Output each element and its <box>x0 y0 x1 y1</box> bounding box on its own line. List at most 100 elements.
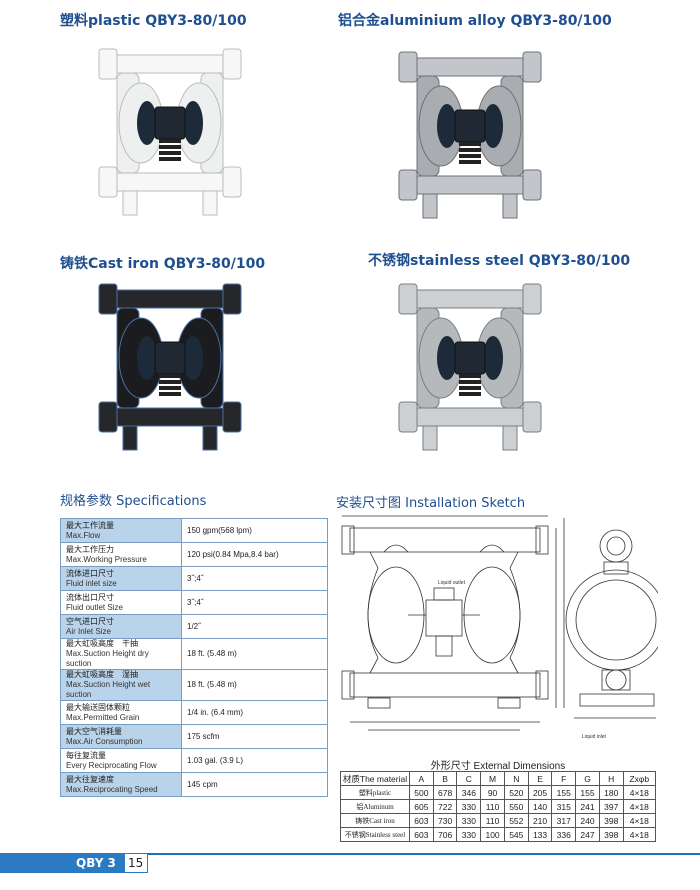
spec-label-en: Fluid outlet Size <box>66 602 123 612</box>
dim-cell: 398 <box>598 813 624 828</box>
dim-cell: 317 <box>551 813 577 828</box>
pump-image-cast-iron <box>98 283 242 451</box>
spec-label-cn: 空气进口尺寸 <box>66 616 114 626</box>
dim-cell: 110 <box>480 813 505 828</box>
specifications-heading: 规格参数 Specifications <box>60 494 207 509</box>
dim-cell: 4×18 <box>622 785 657 800</box>
dim-header-cell: F <box>551 771 577 786</box>
dim-header-cell: E <box>527 771 553 786</box>
liquid-outlet-label: Liquid outlet <box>438 580 466 586</box>
spec-label-en: Air Inlet Size <box>66 626 111 636</box>
dim-cell: 706 <box>432 827 458 842</box>
spec-label-cn: 最大往复速度 <box>66 774 114 784</box>
spec-label-en: Max.Suction Height dry suction <box>66 649 149 668</box>
spec-label-cn: 最大空气消耗量 <box>66 726 122 736</box>
liquid-inlet-label: Liquid inlet <box>582 734 607 740</box>
spec-label-cn: 最大虹吸高度 湿抽 <box>66 670 138 679</box>
spec-value: 1/2˝ <box>181 614 328 639</box>
dim-header-cell: C <box>456 771 482 786</box>
spec-label-en: Max.Permitted Grain <box>66 712 140 722</box>
dim-cell: 500 <box>409 785 434 800</box>
dim-cell: 205 <box>527 785 553 800</box>
dim-cell: 4×18 <box>622 827 657 842</box>
dim-header-cell: G <box>575 771 600 786</box>
product-title-cast-iron: 铸铁Cast iron QBY3-80/100 <box>60 256 266 272</box>
footer-rule <box>0 853 700 855</box>
dim-header-cell: N <box>503 771 529 786</box>
dim-cell: 90 <box>480 785 505 800</box>
dim-cell: 133 <box>527 827 553 842</box>
footer-series-label: QBY 3 <box>76 856 116 870</box>
dim-cell: 730 <box>432 813 458 828</box>
spec-value: 3˝;4˝ <box>181 566 328 591</box>
spec-value: 1.03 gal. (3.9 L) <box>181 748 328 773</box>
spec-value: 150 gpm(568 lpm) <box>181 518 328 543</box>
spec-value: 175 scfm <box>181 724 328 749</box>
dim-cell: 100 <box>480 827 505 842</box>
footer-series-tab <box>0 853 124 873</box>
spec-label-cn: 最大工作流量 <box>66 520 114 530</box>
spec-label-cn: 最大虹吸高度 干抽 <box>66 639 138 648</box>
dim-cell: 398 <box>598 827 624 842</box>
dim-cell: 550 <box>503 799 529 814</box>
dim-cell: 722 <box>432 799 458 814</box>
dim-header-cell: M <box>480 771 505 786</box>
dim-cell: 247 <box>575 827 600 842</box>
dim-cell: 240 <box>575 813 600 828</box>
dim-cell: 336 <box>551 827 577 842</box>
dim-cell: 397 <box>598 799 624 814</box>
spec-label-cn: 每往复流量 <box>66 750 106 760</box>
dim-cell: 603 <box>409 827 434 842</box>
dim-cell: 不锈钢Stainless steel <box>340 827 410 842</box>
pump-image-plastic <box>98 48 242 216</box>
product-title-stainless: 不锈钢stainless steel QBY3-80/100 <box>368 253 631 269</box>
dim-cell: 552 <box>503 813 529 828</box>
dim-cell: 铸铁Cast iron <box>340 813 410 828</box>
dim-cell: 4×18 <box>622 799 657 814</box>
spec-value: 145 cpm <box>181 772 328 797</box>
spec-label-cn: 流体进口尺寸 <box>66 568 114 578</box>
spec-label-en: Max.Suction Height wet suction <box>66 680 151 699</box>
dim-cell: 155 <box>575 785 600 800</box>
dimensions-title: 外形尺寸 External Dimensions <box>430 761 566 772</box>
dim-header-cell: A <box>409 771 434 786</box>
spec-label-en: Max.Working Pressure <box>66 554 147 564</box>
dim-cell: 140 <box>527 799 553 814</box>
spec-value: 1/4 in. (6.4 mm) <box>181 700 328 725</box>
dim-header-cell: 材质The material <box>340 771 410 786</box>
dim-cell: 330 <box>456 799 482 814</box>
spec-value: 18 ft. (5.48 m) <box>181 638 328 670</box>
dim-cell: 110 <box>480 799 505 814</box>
pump-image-aluminium <box>398 51 542 219</box>
product-title-aluminium: 铝合金aluminium alloy QBY3-80/100 <box>338 13 612 29</box>
spec-value: 18 ft. (5.48 m) <box>181 669 328 701</box>
dim-header-cell: Zxφb <box>622 771 657 786</box>
dim-cell: 346 <box>456 785 482 800</box>
dim-cell: 330 <box>456 827 482 842</box>
dim-cell: 545 <box>503 827 529 842</box>
spec-label-en: Fluid inlet size <box>66 578 117 588</box>
pump-image-stainless <box>398 283 542 451</box>
dim-cell: 241 <box>575 799 600 814</box>
dim-cell: 210 <box>527 813 553 828</box>
